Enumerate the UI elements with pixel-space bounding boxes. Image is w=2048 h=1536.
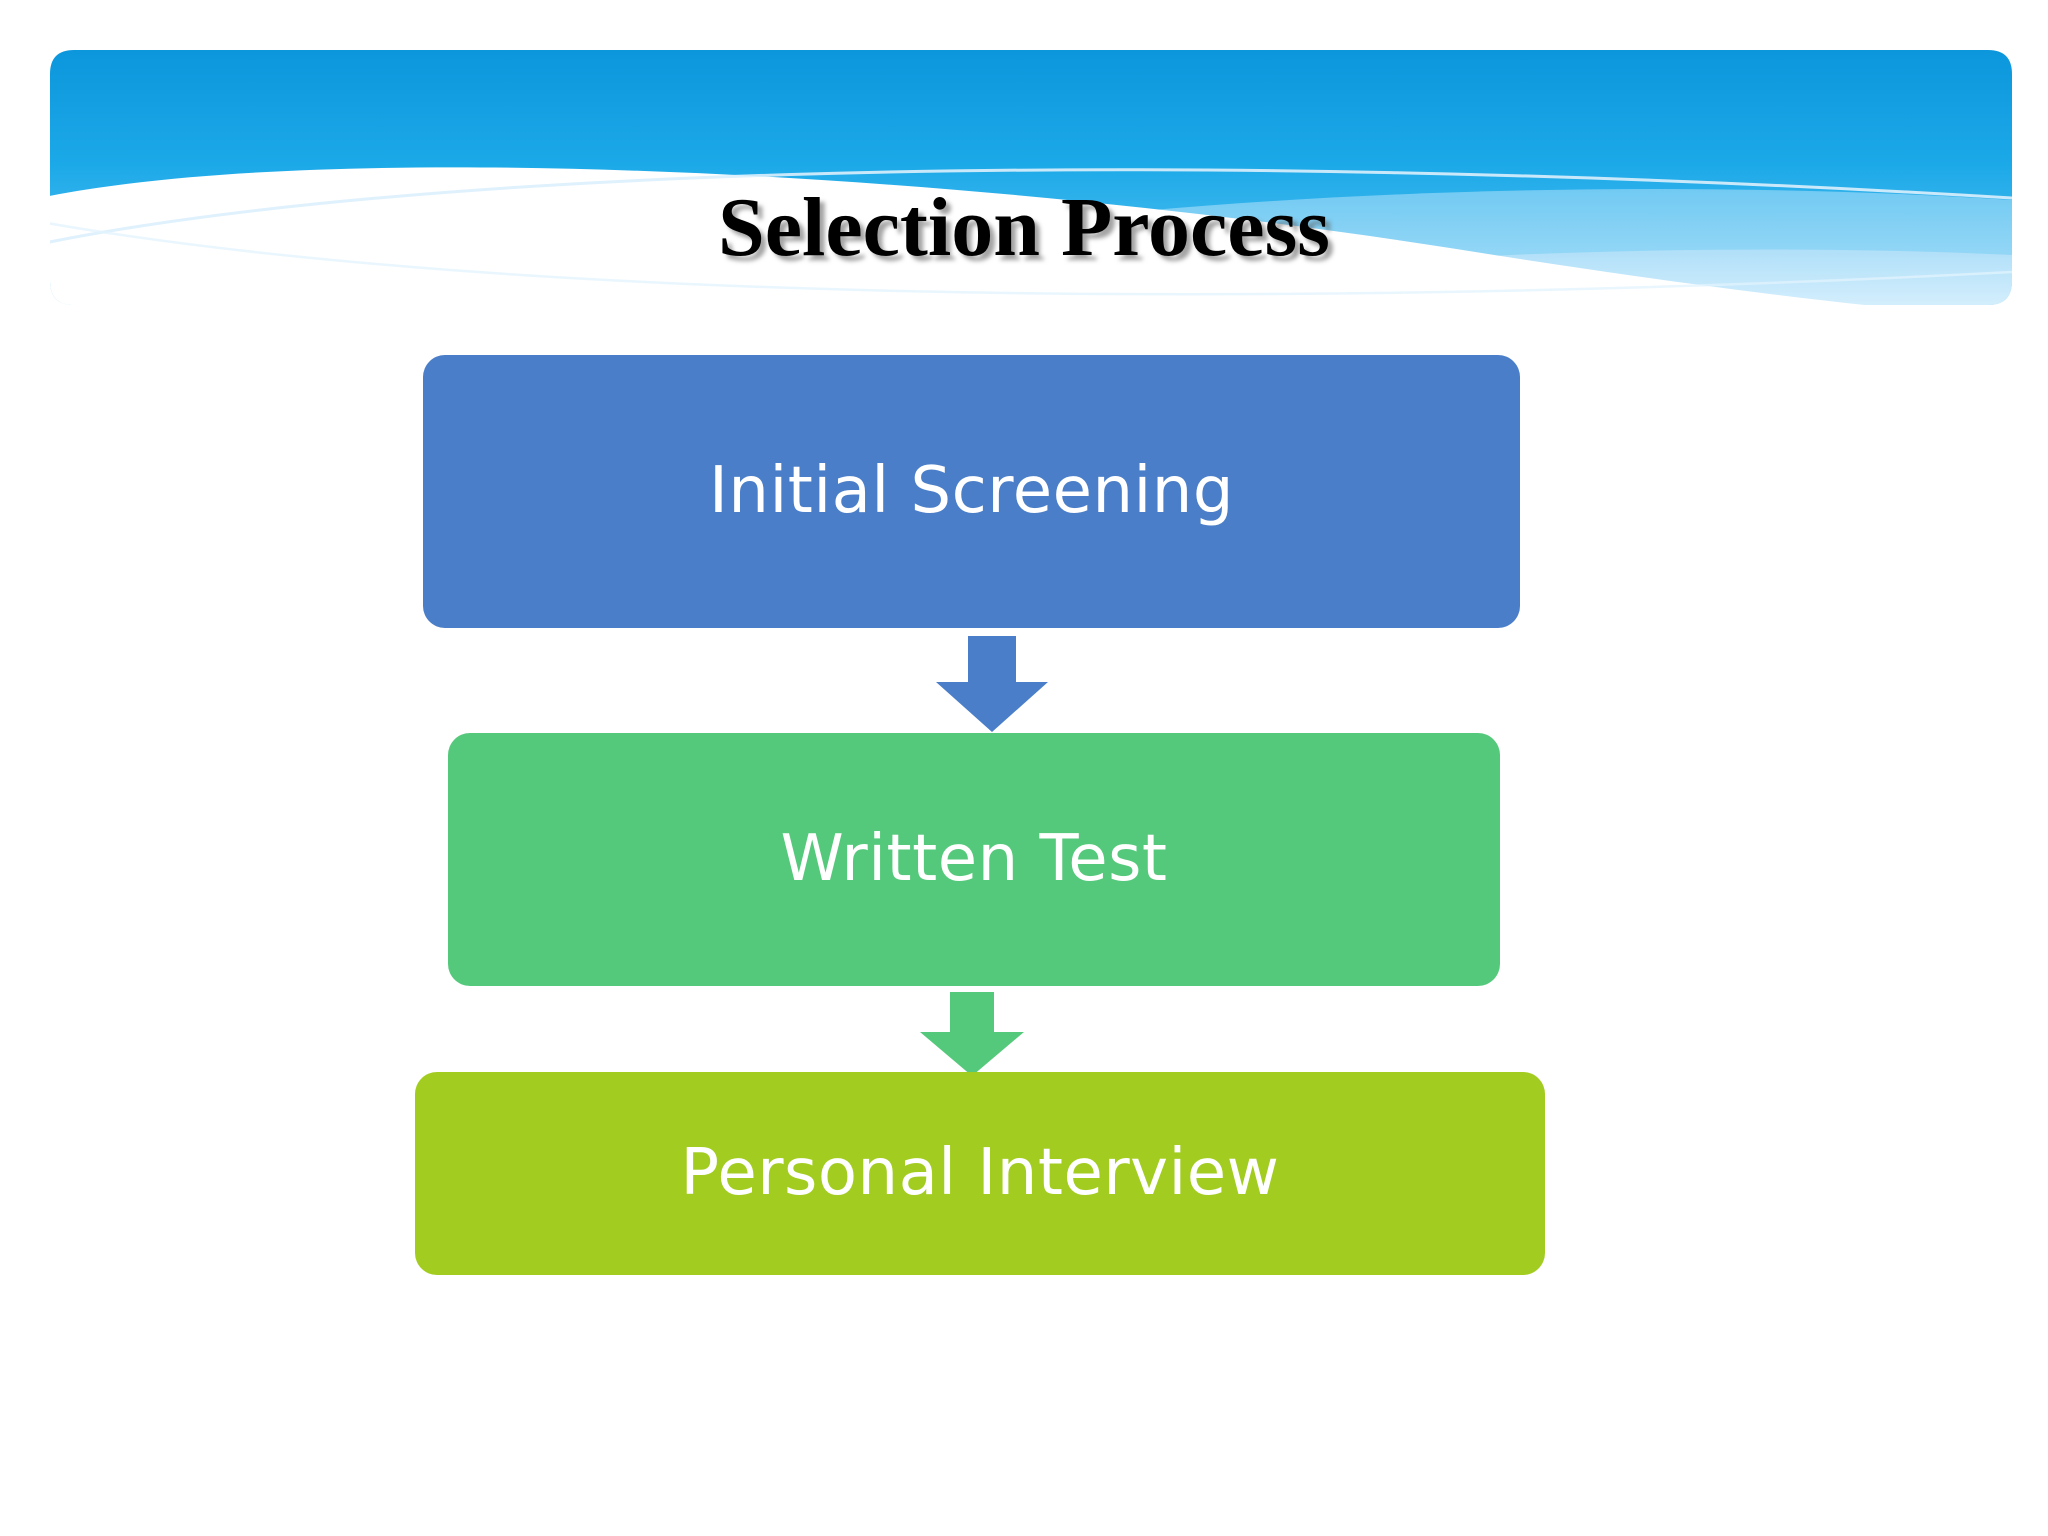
page-title: Selection Process [718, 181, 1330, 274]
down-arrow-glyph [936, 636, 1048, 732]
down-arrow-icon [912, 992, 1032, 1076]
process-step-personal-interview[interactable]: Personal Interview [415, 1072, 1545, 1275]
process-step-label: Personal Interview [680, 1136, 1280, 1211]
process-step-label: Written Test [780, 822, 1168, 897]
process-step-label: Initial Screening [709, 454, 1234, 529]
down-arrow-glyph [920, 992, 1024, 1076]
process-step-written-test[interactable]: Written Test [448, 733, 1500, 986]
process-step-initial-screening[interactable]: Initial Screening [423, 355, 1520, 628]
down-arrow-icon [928, 636, 1056, 732]
